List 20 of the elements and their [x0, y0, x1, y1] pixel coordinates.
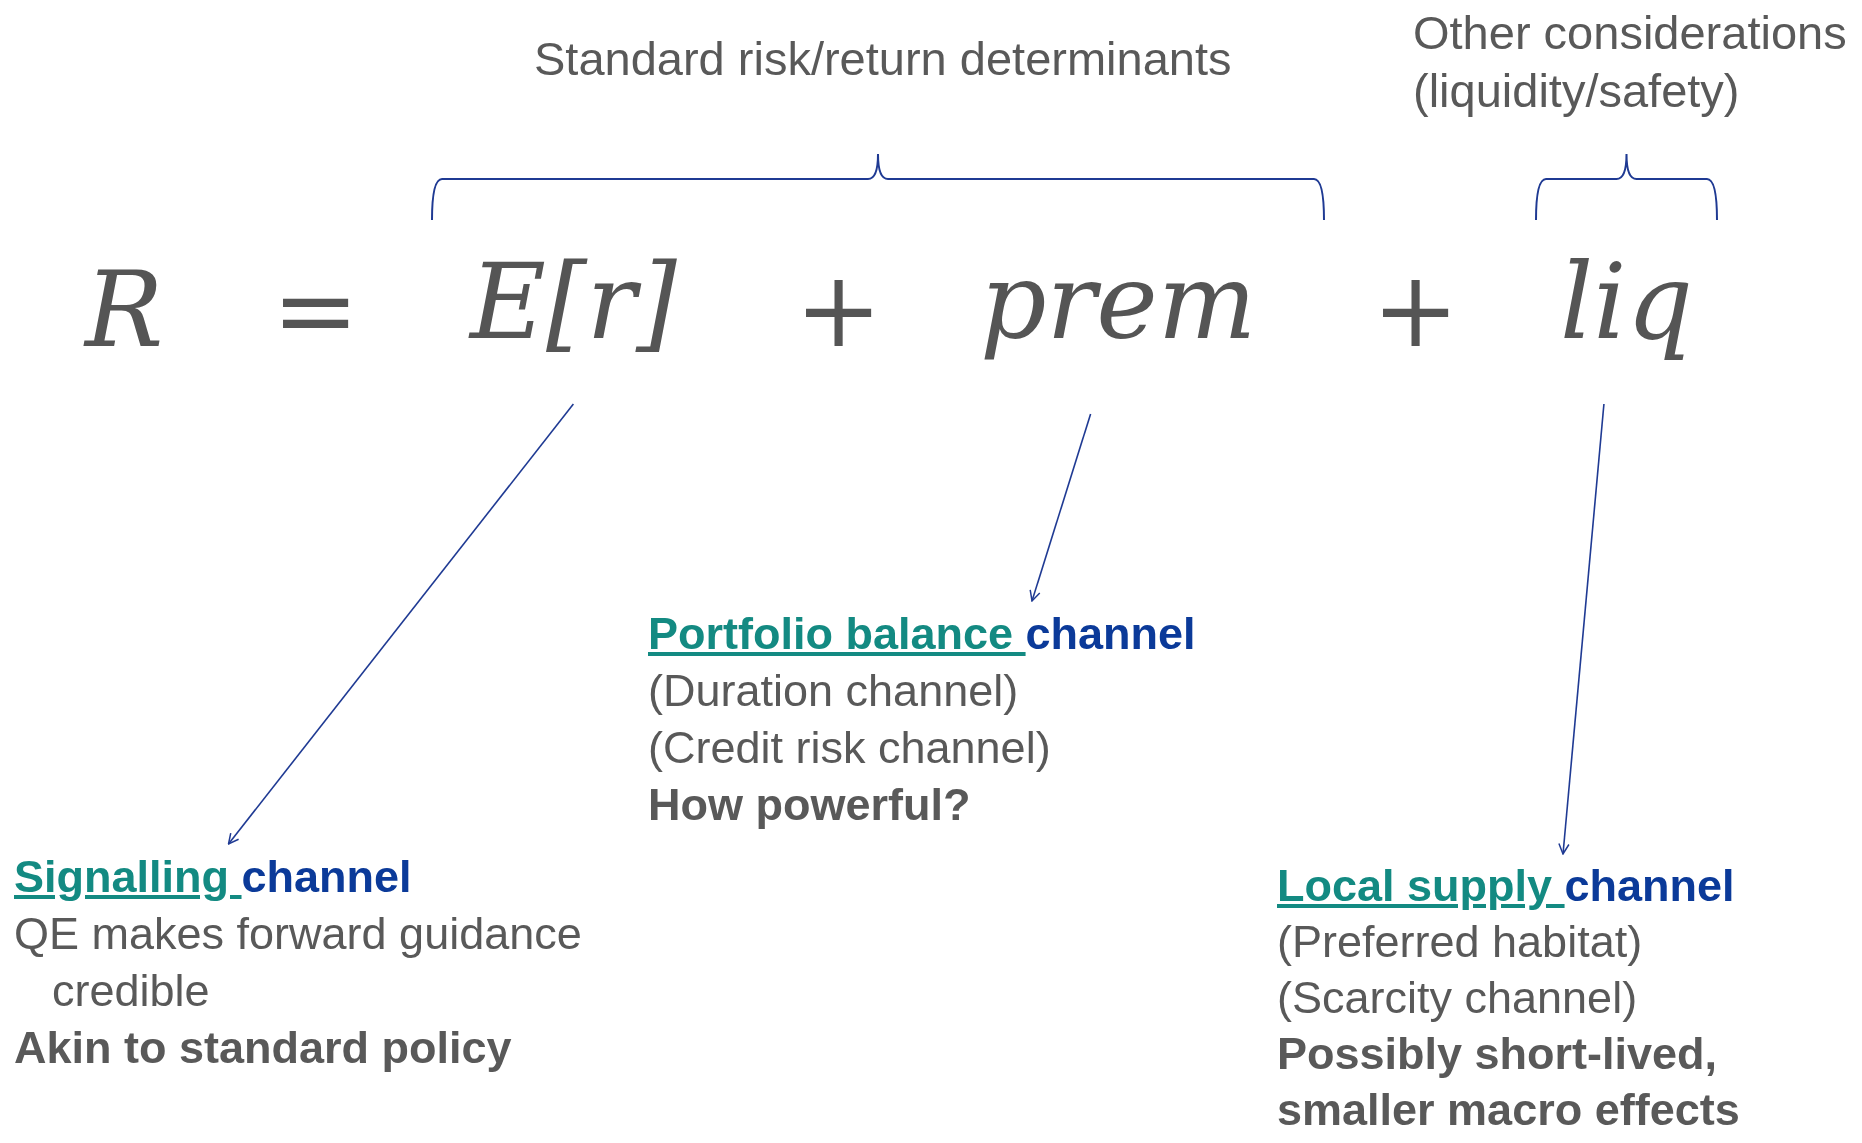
- equation-symbol: R: [85, 258, 164, 362]
- equation-symbol: =: [272, 258, 360, 362]
- channel-heading: Portfolio balance channel: [648, 607, 1197, 661]
- equation-symbol: +: [1372, 258, 1460, 362]
- channel-heading: Signalling channel: [14, 850, 413, 904]
- arrow: [1558, 403, 1605, 855]
- arrow: [227, 403, 575, 845]
- equation-symbol: +: [795, 258, 883, 362]
- equation-term: E[r]: [470, 250, 677, 404]
- heading-text: Standard risk/return determinants: [534, 31, 1232, 87]
- description-text: How powerful?: [648, 778, 972, 832]
- equation-term: prem: [980, 250, 1257, 414]
- description-text: (Scarcity channel): [1277, 971, 1639, 1025]
- heading-text: Other considerations (liquidity/safety): [1413, 5, 1848, 119]
- description-text: Possibly short-lived, smaller macro effects: [1277, 1027, 1741, 1137]
- description-text: Akin to standard policy: [14, 1021, 513, 1075]
- arrow: [1029, 413, 1092, 602]
- description-text: (Credit risk channel): [648, 721, 1052, 775]
- equation-term: liq: [1560, 250, 1694, 404]
- channel-heading: Local supply channel: [1277, 859, 1736, 913]
